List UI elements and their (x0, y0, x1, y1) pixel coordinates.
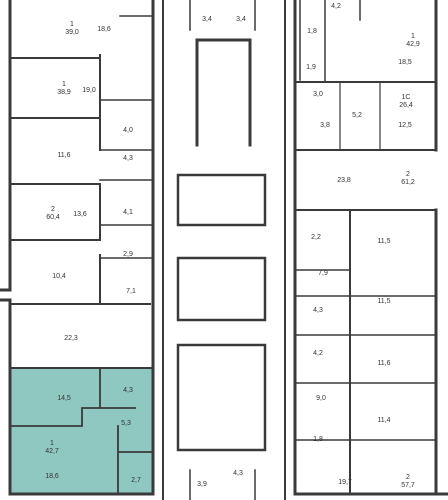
room-5-3: 5,3 (121, 420, 131, 427)
room-1-8-bottom: 1,8 (313, 436, 323, 443)
apt4-number: 1 (50, 440, 54, 447)
room-11-5-a: 11,5 (377, 238, 390, 245)
apt6-area: 26,4 (399, 102, 413, 109)
apt1-area: 39,0 (65, 29, 79, 36)
room-4-0: 4,0 (123, 127, 133, 134)
apt3-area: 60,4 (46, 214, 60, 221)
apt5-number: 1 (411, 33, 415, 40)
room-3-0: 3,0 (313, 91, 323, 98)
core-4-3: 4,3 (233, 470, 243, 477)
room-14-5: 14,5 (57, 395, 71, 402)
room-18-6-top: 18,6 (97, 26, 111, 33)
room-11-4: 11,4 (377, 417, 390, 424)
room-4-2-top: 4,2 (331, 3, 341, 10)
room-2-9: 2,9 (123, 251, 133, 258)
apt3-number: 2 (51, 206, 55, 213)
room-4-3-left: 4,3 (123, 155, 133, 162)
room-19-7: 19,7 (338, 479, 352, 486)
room-9-0: 9,0 (316, 395, 326, 402)
room-11-6-left: 11,6 (57, 152, 70, 159)
room-11-5-b: 11,5 (377, 298, 390, 305)
apt7-area: 61,2 (401, 179, 415, 186)
room-2-7: 2,7 (131, 477, 141, 484)
room-7-1: 7,1 (126, 288, 136, 295)
room-1-9: 1,9 (306, 64, 316, 71)
apt6-number: 1С (402, 94, 411, 101)
core-3-4-right: 3,4 (236, 16, 246, 23)
room-22-3: 22,3 (64, 335, 78, 342)
room-4-3-highlight: 4,3 (123, 387, 133, 394)
core-3-9: 3,9 (197, 481, 207, 488)
room-4-1: 4,1 (123, 209, 133, 216)
room-7-9: 7,9 (318, 270, 328, 277)
apt8-number: 2 (406, 474, 410, 481)
room-18-5: 18,5 (398, 59, 412, 66)
apt7-number: 2 (406, 171, 410, 178)
highlighted-apartment[interactable] (10, 368, 153, 494)
apt1-number: 1 (70, 21, 74, 28)
room-10-4: 10,4 (52, 273, 66, 280)
room-4-2-right: 4,2 (313, 350, 323, 357)
room-4-3-right: 4,3 (313, 307, 323, 314)
room-2-2: 2,2 (311, 234, 321, 241)
room-12-5: 12,5 (398, 122, 412, 129)
room-18-6-bottom: 18,6 (45, 473, 59, 480)
apt4-area: 42,7 (45, 448, 59, 455)
room-11-6-right: 11,6 (377, 360, 390, 367)
room-1-8-top: 1,8 (307, 28, 317, 35)
room-23-8: 23,8 (337, 177, 351, 184)
core-3-4-left: 3,4 (202, 16, 212, 23)
apt8-area: 57,7 (401, 482, 415, 489)
apt2-number: 1 (62, 81, 66, 88)
apt2-area: 38,9 (57, 89, 71, 96)
apt5-area: 42,9 (406, 41, 420, 48)
room-5-2: 5,2 (352, 112, 362, 119)
room-13-6: 13,6 (73, 211, 87, 218)
room-19-0: 19,0 (82, 87, 96, 94)
room-3-8: 3,8 (320, 122, 330, 129)
